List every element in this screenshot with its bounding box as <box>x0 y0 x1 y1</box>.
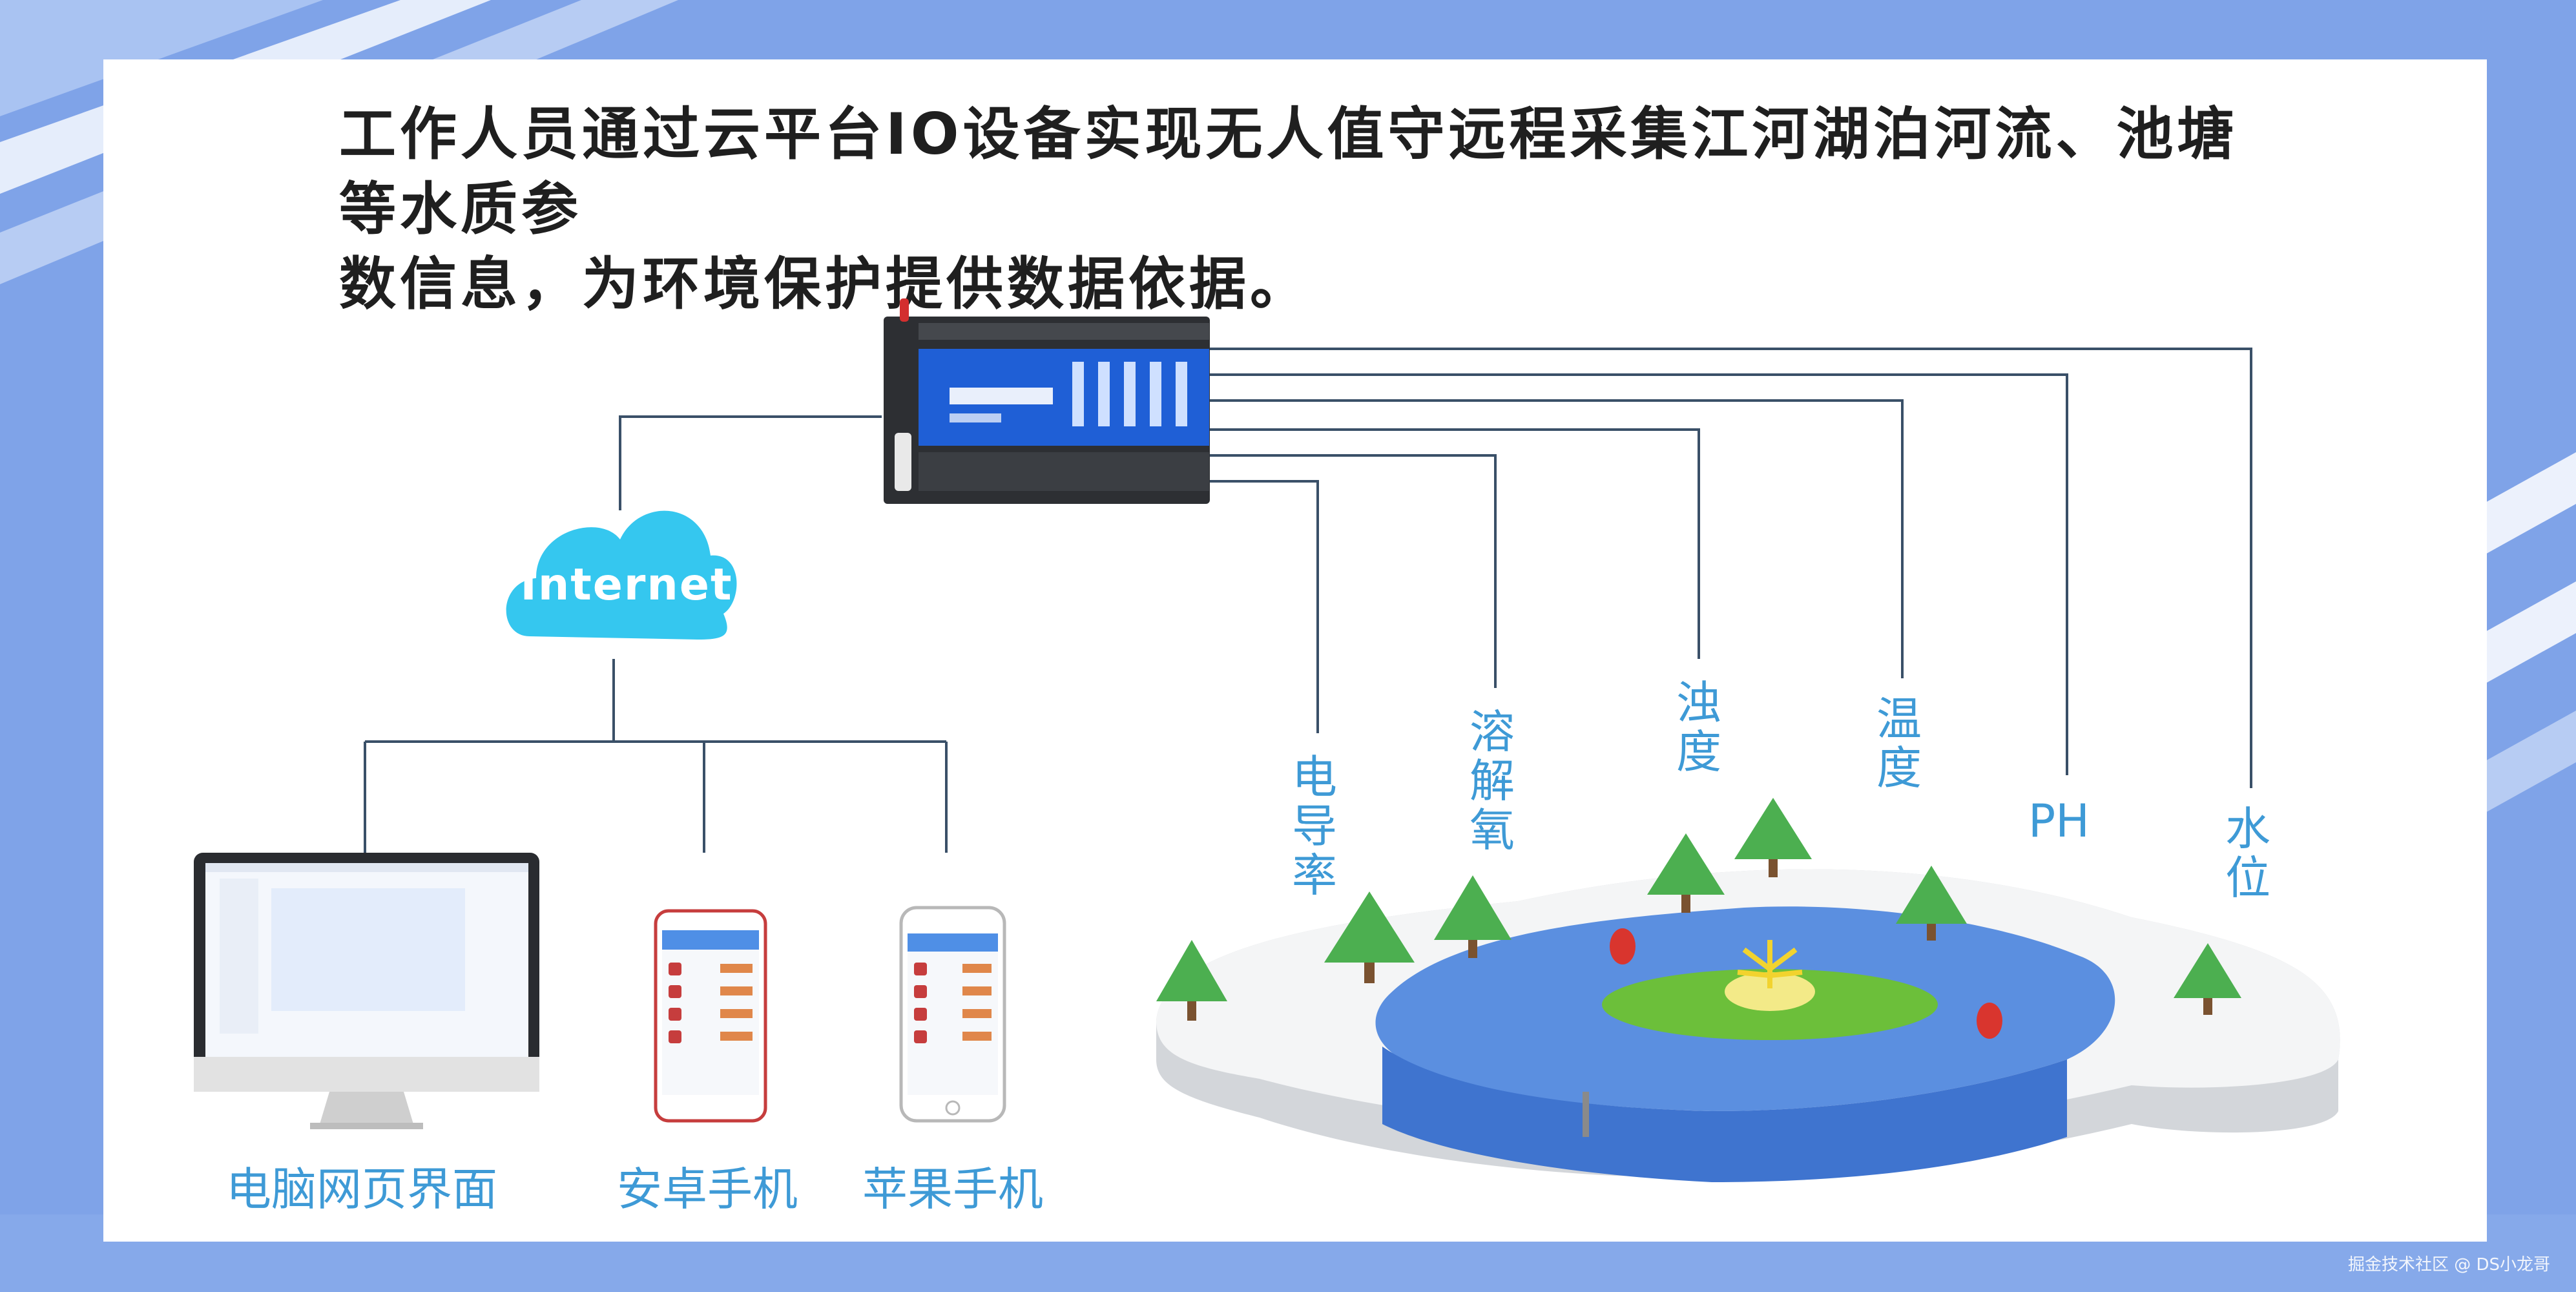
android-phone <box>654 909 767 1123</box>
connection-lines <box>364 348 2252 853</box>
tree-icon <box>1434 875 1511 958</box>
sensor-label-temperature: 温度 <box>1876 693 1922 795</box>
iphone <box>899 906 1006 1123</box>
tree-icon <box>1647 833 1725 913</box>
description-line-1: 工作人员通过云平台IO设备实现无人值守远程采集江河湖泊河流、池塘等水质参 <box>339 101 2238 242</box>
watermark: 掘金技术社区 @ DS小龙哥 <box>2347 1255 2550 1275</box>
internet-cloud <box>506 510 737 640</box>
lake-scene <box>1156 869 2340 1182</box>
android-label: 安卓手机 <box>617 1163 798 1216</box>
description-line-2: 数信息，为环境保护提供数据依据。 <box>339 251 1311 317</box>
io-device <box>884 298 1210 504</box>
sensor-label-conductivity: 电导率 <box>1292 751 1337 902</box>
pc-label: 电脑网页界面 <box>226 1163 497 1216</box>
buoy-icon <box>1610 928 2002 1039</box>
tree-icon <box>1156 940 1227 1021</box>
tree-icon <box>1896 866 1967 941</box>
pc-monitor <box>194 853 539 1129</box>
sensor-label-dissolved-oxygen: 溶解氧 <box>1470 705 1515 857</box>
tree-icon <box>2174 943 2241 1015</box>
internet-cloud-label: Internet <box>520 559 733 610</box>
sensor-label-water-level: 水位 <box>2225 802 2270 904</box>
trees <box>1156 798 2241 1021</box>
sensor-label-ph: PH <box>2028 795 2090 848</box>
tree-icon <box>1734 798 1812 877</box>
tree-icon <box>1324 891 1415 983</box>
description-heading: 工作人员通过云平台IO设备实现无人值守远程采集江河湖泊河流、池塘等水质参 数信息… <box>339 97 2277 322</box>
iphone-label: 苹果手机 <box>862 1163 1043 1216</box>
sensor-label-turbidity: 浊度 <box>1676 676 1721 778</box>
fountain-icon <box>1737 940 1803 988</box>
